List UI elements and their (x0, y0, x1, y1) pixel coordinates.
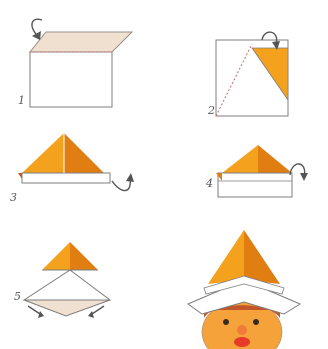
step-4-diagram (164, 125, 328, 215)
step-5: 5 (0, 218, 164, 349)
left-eye (223, 319, 229, 325)
push-arrow-icon (28, 306, 44, 318)
step-5-diagram (0, 218, 164, 349)
right-eye (253, 319, 259, 325)
step-number: 1 (18, 94, 25, 107)
step-number: 2 (208, 104, 215, 117)
bottom-strip (22, 173, 110, 183)
triangle-left (42, 242, 70, 270)
mouth (234, 337, 250, 347)
step-number: 5 (14, 290, 21, 303)
final-result (164, 218, 328, 349)
step-3-diagram (0, 125, 164, 215)
base-bottom (24, 300, 110, 316)
step-4: 4 (164, 125, 328, 215)
triangle-right (258, 145, 292, 173)
step-1: 1 (0, 0, 164, 115)
step-2: 2 (164, 0, 328, 125)
triangle-right (70, 242, 98, 270)
triangle-left (222, 145, 258, 173)
step-number: 4 (206, 177, 213, 190)
child-with-hat (164, 218, 328, 349)
triangle-right (64, 133, 104, 173)
front-strip (218, 173, 292, 197)
hat-right (244, 230, 280, 284)
paper-front-rect (30, 52, 112, 107)
step-3: 3 (0, 125, 164, 215)
push-arrow-icon (88, 306, 104, 318)
open-base (24, 270, 110, 300)
fold-arrow-icon (112, 173, 134, 191)
fold-arrow-icon (290, 164, 308, 181)
step-2-diagram (164, 0, 328, 125)
fold-arrow-icon (32, 19, 42, 40)
paper-back-flap (30, 32, 132, 52)
triangle-left (22, 133, 64, 173)
hat-left (208, 230, 244, 284)
nose (237, 325, 247, 335)
step-number: 3 (10, 191, 17, 204)
